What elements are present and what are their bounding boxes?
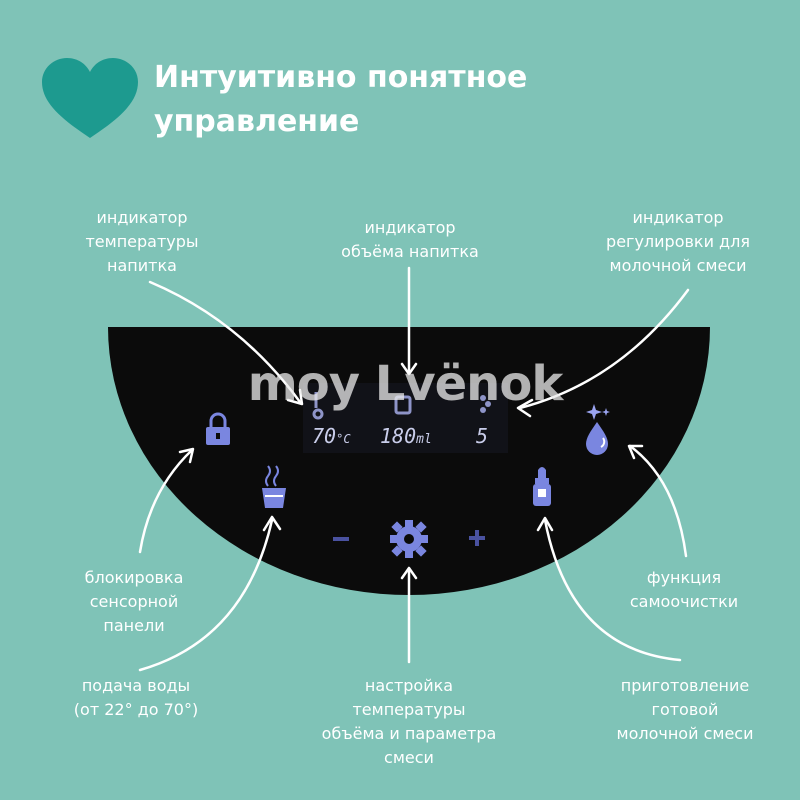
label-formula-indicator: индикатор регулировки для молочной смеси: [606, 208, 750, 275]
lock-icon: [206, 412, 230, 445]
lcd-temperature: 70°C: [312, 424, 351, 448]
lcd-formula-level: 5: [476, 424, 489, 448]
steaming-cup-icon: [262, 465, 286, 508]
arrow-formula: [518, 288, 690, 410]
title-line-1: Интуитивно понятное: [154, 60, 528, 95]
water-drop-sparkle-icon: [586, 404, 610, 455]
arrow-selfclean: [628, 444, 688, 558]
watermark: moy Lvёnok: [247, 356, 564, 412]
label-self-clean: функция самоочистки: [629, 568, 739, 611]
title-line-2: управление: [154, 104, 360, 139]
thermometer-icon: [312, 392, 324, 420]
lcd-display: [303, 383, 508, 453]
label-volume-indicator: индикатор объёма напитка: [341, 218, 479, 261]
label-temperature-indicator: индикатор температуры напитка: [85, 208, 199, 275]
heart-icon: [42, 58, 138, 138]
lcd-volume: 180ml: [380, 424, 432, 448]
formula-icon: [480, 395, 491, 413]
gear-icon: [390, 520, 428, 558]
plus-icon: [469, 530, 485, 546]
arrow-readyformula: [543, 518, 682, 662]
arrow-lock: [138, 448, 194, 554]
label-panel-lock: блокировка сенсорной панели: [84, 568, 184, 635]
label-water-supply: подача воды (от 22° до 70°): [73, 676, 199, 719]
arrow-water: [138, 518, 274, 672]
baby-bottle-icon: [533, 467, 551, 506]
label-ready-formula: приготовление готовой молочной смеси: [616, 676, 754, 743]
page-title: Интуитивно понятное управление: [154, 56, 774, 144]
minus-icon: [333, 537, 349, 541]
cup-icon: [394, 395, 412, 415]
label-settings: настройка температуры объёма и параметра…: [321, 676, 497, 767]
arrow-temp: [148, 280, 302, 404]
